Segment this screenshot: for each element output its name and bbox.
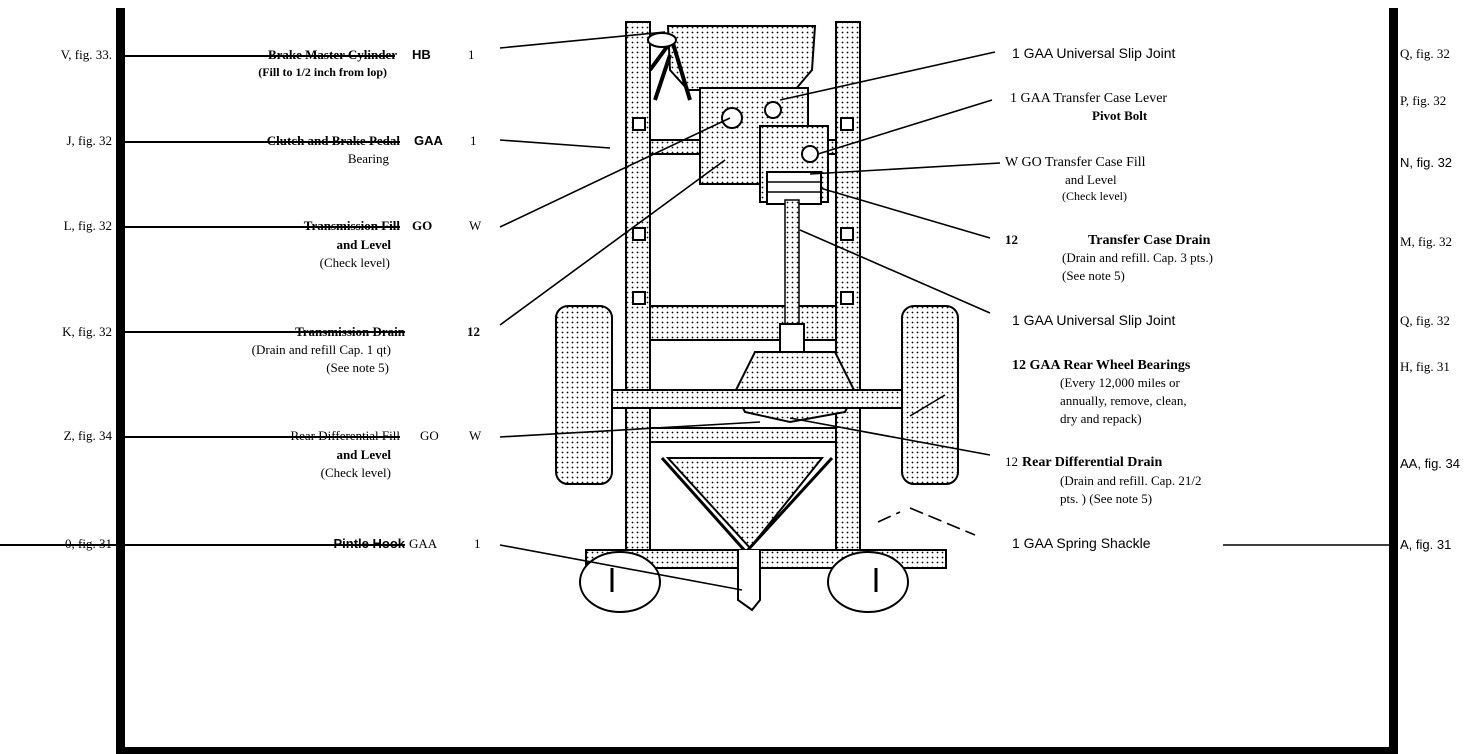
right-text-3: Transfer Case Drain [1088,233,1211,248]
right-text-5: 12 GAA Rear Wheel Bearings [1012,358,1191,373]
left-lub-5: GAA [409,536,438,551]
right-ref-1: P, fig. 32 [1400,93,1447,108]
left-name-2: Transmission Fill [303,218,400,233]
right-note2-6: pts. ) (See note 5) [1060,491,1153,506]
left-ref-3: K, fig. 32 [62,324,112,339]
right-ref-4: Q, fig. 32 [1400,313,1450,328]
right-note-3: (Drain and refill. Cap. 3 pts.) [1062,250,1213,265]
right-text2-2: and Level [1065,172,1117,187]
left-ref-1: J, fig. 32 [66,133,113,148]
left-note-4: (Check level) [320,465,391,480]
right-text-7: 1 GAA Spring Shackle [1012,535,1151,551]
right-text-0: 1 GAA Universal Slip Joint [1012,45,1176,61]
right-text-4: 1 GAA Universal Slip Joint [1012,312,1176,328]
right-text-1: 1 GAA Transfer Case Lever [1010,91,1168,106]
right-interval-3: 12 [1005,232,1018,247]
left-interval-0: 1 [468,47,475,62]
left-name-5: Pintle Hook [333,536,405,551]
left-note2-3: (See note 5) [326,360,389,375]
left-name-4: Rear Differential Fill [290,428,400,443]
right-frame-bar [1389,8,1398,754]
left-lub-1: GAA [414,133,443,148]
left-interval-3: 12 [467,324,480,339]
right-ref-6: AA, fig. 34 [1400,456,1460,471]
left-name2-2: and Level [336,237,391,252]
left-note-2: (Check level) [319,255,390,270]
right-note2-5: annually, remove, clean, [1060,393,1187,408]
bottom-frame-bar [116,747,1398,754]
left-ref-0: V, fig. 33. [60,47,112,62]
right-note2-3: (See note 5) [1062,268,1125,283]
left-name2-1: Bearing [347,151,389,166]
left-lub-2: GO [412,218,433,233]
left-name2-4: and Level [336,447,391,462]
right-note-6: (Drain and refill. Cap. 21/2 [1060,473,1202,488]
left-ref-2: L, fig. 32 [63,218,112,233]
left-lub-4: GO [420,428,439,443]
left-name-3: Transmission Drain [295,324,405,339]
left-interval-4: W [469,428,482,443]
left-frame-bar [116,8,125,754]
left-ref-4: Z, fig. 34 [63,428,112,443]
right-note3-5: dry and repack) [1060,411,1142,426]
right-ref-3: M, fig. 32 [1400,234,1452,249]
right-ref-0: Q, fig. 32 [1400,46,1450,61]
right-ref-5: H, fig. 31 [1400,359,1450,374]
left-note-3: (Drain and refill Cap. 1 qt) [251,342,391,357]
right-ref-7: A, fig. 31 [1400,537,1452,552]
left-interval-5: 1 [474,536,481,551]
left-interval-1: 1 [470,133,477,148]
left-lub-0: HB [412,47,431,62]
right-text-6: Rear Differential Drain [1022,455,1163,470]
left-interval-2: W [469,218,482,233]
right-note-5: (Every 12,000 miles or [1060,375,1180,390]
right-text2-1: Pivot Bolt [1092,108,1148,123]
left-name-1: Clutch and Brake Pedal [266,133,400,148]
right-note-2: (Check level) [1062,189,1127,203]
left-ref-5: 0, fig. 31 [65,536,112,551]
left-note-0: (Fill to 1/2 inch from lop) [258,65,387,79]
left-name-0: Brake Master Cylinder [267,47,397,62]
right-interval-6: 12 [1005,454,1018,469]
right-text-2: W GO Transfer Case Fill [1005,155,1146,170]
right-ref-2: N, fig. 32 [1400,155,1453,170]
